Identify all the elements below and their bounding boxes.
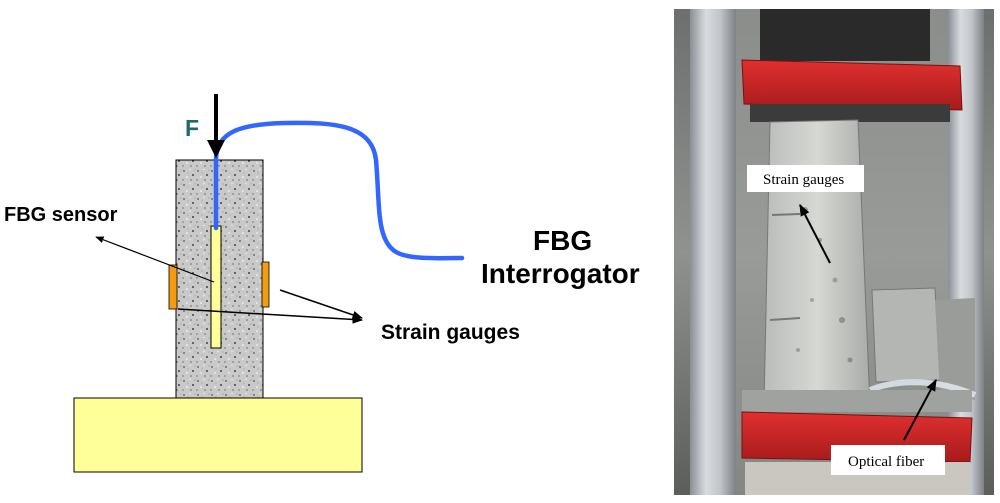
press-head	[760, 9, 930, 61]
optical-fiber-line	[213, 120, 465, 261]
photo-gauge-pointer	[799, 203, 831, 264]
strain-gauge-right	[261, 261, 270, 308]
fbg-sensor-strip	[210, 225, 222, 349]
metal-bracket	[871, 287, 941, 383]
concrete-cube	[763, 119, 871, 406]
fbg-sensor-label: FBG sensor	[4, 204, 118, 226]
fbg-sensor-pointer	[95, 236, 215, 283]
force-arrow-head	[207, 140, 225, 158]
photo-optical-fiber-label: Optical fiber	[848, 454, 924, 470]
machine-pillar-left	[690, 9, 736, 495]
photo-gauges-box	[747, 165, 864, 192]
top-red-plate	[741, 59, 963, 111]
strain-gauges-label: Strain gauges	[381, 321, 520, 344]
strain-gauge-left	[168, 264, 178, 310]
interrogator-label-line1: FBG	[533, 225, 592, 256]
schematic: F FBG sensor Strain gauges FBG Interroga…	[4, 94, 640, 473]
photo-fiber-box	[831, 445, 945, 475]
force-label: F	[185, 115, 199, 141]
photo-fiber-pointer	[903, 378, 937, 441]
interrogator-label-line2: Interrogator	[481, 258, 640, 289]
gauge-pointer-right	[279, 289, 363, 319]
test-photo: Strain gauges Optical fiber	[674, 9, 994, 495]
photo-strain-gauges-label: Strain gauges	[763, 172, 844, 188]
base-block	[73, 397, 363, 473]
gauge-pointer-left	[177, 308, 364, 324]
